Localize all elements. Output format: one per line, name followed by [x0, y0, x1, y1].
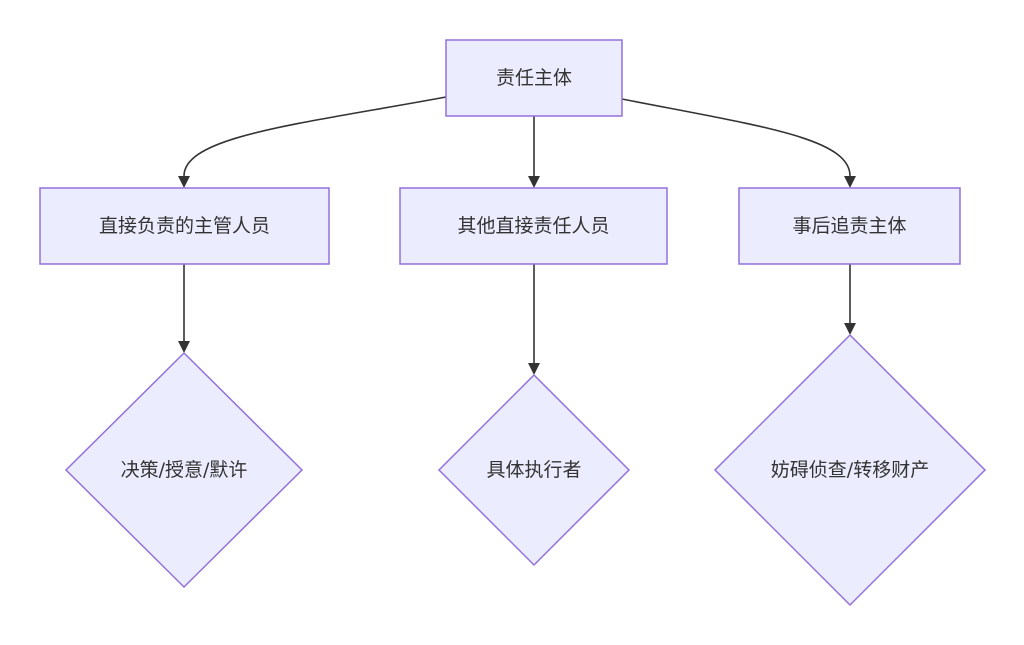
node-obstruct-diamond	[713, 333, 987, 607]
arrowhead-decision	[178, 341, 190, 353]
edge-root-to-supervisor	[183, 96, 447, 177]
node-supervisor-label: 直接负责的主管人员	[99, 215, 270, 237]
node-other: 其他直接责任人员	[399, 187, 668, 265]
node-root-box	[445, 39, 623, 117]
edge-root-to-post	[621, 98, 851, 177]
node-executor-diamond	[437, 373, 631, 567]
node-decision: 决策/授意/默许	[64, 351, 304, 589]
arrowhead-other	[528, 176, 540, 188]
node-other-label: 其他直接责任人员	[457, 215, 609, 237]
node-post-box	[738, 187, 961, 265]
node-post-label: 事后追责主体	[792, 215, 906, 237]
node-obstruct-label: 妨碍侦查/转移财产	[771, 459, 929, 481]
arrowhead-supervisor	[178, 176, 190, 188]
edges	[178, 96, 856, 375]
node-decision-label: 决策/授意/默许	[121, 459, 248, 481]
arrowhead-post	[844, 176, 856, 188]
node-supervisor: 直接负责的主管人员	[39, 187, 330, 265]
arrowhead-obstruct	[844, 323, 856, 335]
arrowhead-executor	[528, 363, 540, 375]
node-supervisor-box	[39, 187, 330, 265]
node-executor: 具体执行者	[437, 373, 631, 567]
node-post: 事后追责主体	[738, 187, 961, 265]
node-executor-label: 具体执行者	[486, 459, 581, 481]
node-root-label: 责任主体	[496, 67, 572, 89]
node-decision-diamond	[64, 351, 304, 589]
node-obstruct: 妨碍侦查/转移财产	[713, 333, 987, 607]
node-other-box	[399, 187, 668, 265]
node-root: 责任主体	[445, 39, 623, 117]
